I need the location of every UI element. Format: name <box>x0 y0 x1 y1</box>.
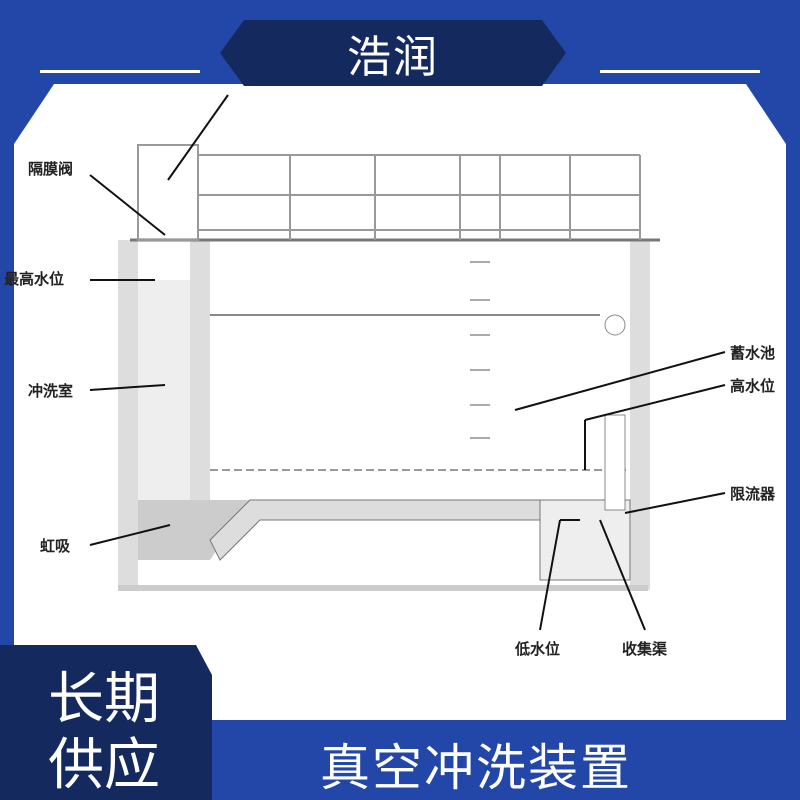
label-highest-water-level: 最高水位 <box>4 270 65 288</box>
label-flow-limiter: 限流器 <box>730 485 776 503</box>
left-wall <box>118 240 138 585</box>
label-low-water-level: 低水位 <box>515 640 561 658</box>
label-flush-chamber: 冲洗室 <box>28 382 74 400</box>
inner-wall <box>190 240 210 540</box>
product-title: 真空冲洗装置 <box>320 739 632 797</box>
collection-channel <box>539 499 631 581</box>
right-wall <box>630 240 650 590</box>
brand-name: 浩润 <box>347 32 439 83</box>
diagram-panel <box>14 84 786 720</box>
label-siphon: 虹吸 <box>40 537 71 555</box>
badge-line-2: 供应 <box>48 733 160 798</box>
siphon-area <box>138 500 250 560</box>
flush-device-diagram <box>89 94 726 631</box>
label-collection-channel: 收集渠 <box>622 640 668 658</box>
brand-badge: 浩润 <box>220 20 566 86</box>
label-storage-tank: 蓄水池 <box>730 344 776 362</box>
label-high-water-level: 高水位 <box>730 377 776 395</box>
badge-line-1: 长期 <box>48 667 160 732</box>
supply-badge: 长期 供应 <box>0 645 212 800</box>
railing <box>137 144 641 241</box>
decor-line-right <box>600 70 760 73</box>
flow-limiter <box>604 414 626 511</box>
decor-line-left <box>40 70 200 73</box>
flush-chamber-water <box>138 280 190 500</box>
label-diaphragm-valve: 隔膜阀 <box>28 160 74 178</box>
